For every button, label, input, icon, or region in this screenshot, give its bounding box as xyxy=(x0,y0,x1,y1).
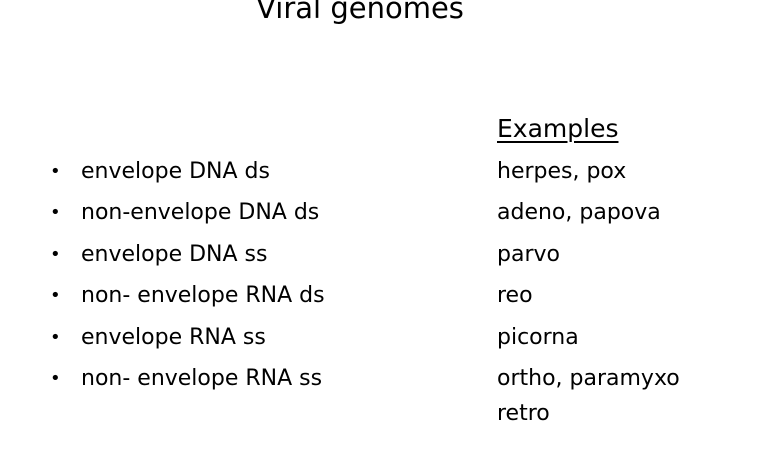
bullet-icon: • xyxy=(50,285,61,307)
virus-examples-extra: retro xyxy=(497,401,550,426)
bullet-icon: • xyxy=(50,161,61,182)
virus-examples: picorna xyxy=(497,324,579,350)
virus-examples: ortho, paramyxo xyxy=(497,365,680,391)
virus-examples: herpes, pox xyxy=(497,159,627,184)
genome-type: non- envelope RNA ds xyxy=(81,283,325,309)
slide-title: Viral genomes xyxy=(256,0,464,25)
genome-type: non-envelope DNA ds xyxy=(81,200,320,226)
genome-type: non- envelope RNA ss xyxy=(81,365,323,391)
virus-examples: parvo xyxy=(497,241,560,267)
bullet-icon: • xyxy=(50,243,61,265)
bullet-icon: • xyxy=(50,367,61,389)
bullet-icon: • xyxy=(50,202,61,224)
examples-header: Examples xyxy=(497,114,619,143)
genome-type: envelope DNA ss xyxy=(81,241,268,267)
bullet-icon: • xyxy=(50,326,61,348)
genome-type: envelope RNA ss xyxy=(81,324,266,350)
virus-examples: reo xyxy=(497,283,533,309)
genome-type: envelope DNA ds xyxy=(81,159,270,184)
virus-examples: adeno, papova xyxy=(497,200,661,226)
